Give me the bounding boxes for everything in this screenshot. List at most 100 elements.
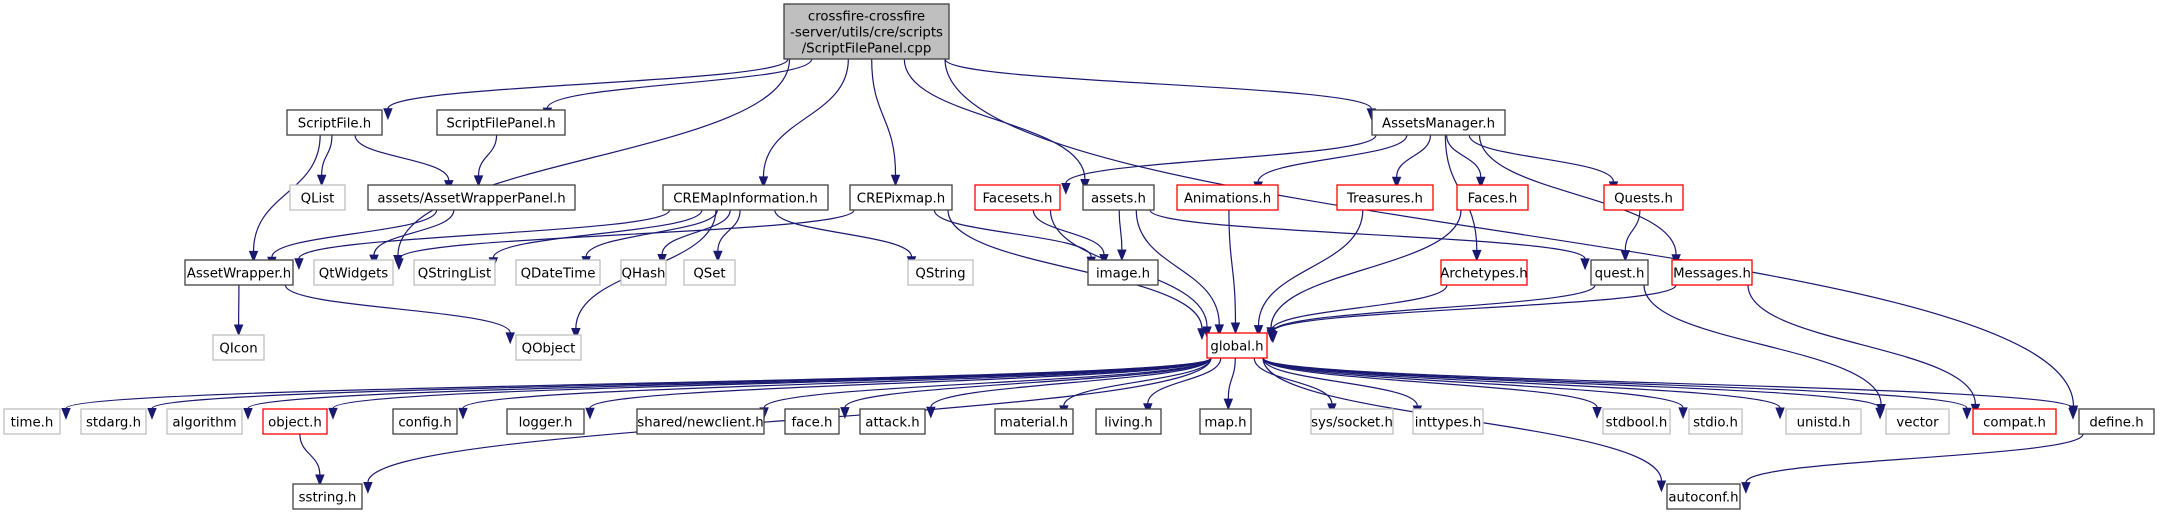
node-root[interactable]: crossfire-crossfire-server/utils/cre/scr… (783, 3, 950, 60)
node-archetypes-h[interactable]: Archetypes.h (1440, 259, 1528, 286)
node-quest-h[interactable]: quest.h (1590, 259, 1649, 286)
node-animations-h[interactable]: Animations.h (1176, 184, 1279, 211)
node-time-h[interactable]: time.h (3, 408, 61, 435)
node-box[interactable] (166, 408, 243, 435)
node-box[interactable] (783, 3, 950, 60)
node-box[interactable] (184, 259, 294, 286)
node-sstring-h[interactable]: sstring.h (292, 483, 363, 510)
node-treasures-h[interactable]: Treasures.h (1336, 184, 1434, 211)
node-box[interactable] (413, 259, 496, 286)
node-assets-h[interactable]: assets.h (1082, 184, 1155, 211)
node-box[interactable] (2078, 408, 2155, 435)
node-qlist[interactable]: QList (289, 184, 346, 211)
node-define-h[interactable]: define.h (2078, 408, 2155, 435)
node-qstringlist[interactable]: QStringList (413, 259, 496, 286)
node-box[interactable] (784, 408, 840, 435)
node-box[interactable] (907, 259, 974, 286)
node-inttypes-h[interactable]: inttypes.h (1412, 408, 1484, 435)
node-box[interactable] (1885, 408, 1950, 435)
node-scriptfilepanel-h[interactable]: ScriptFilePanel.h (436, 109, 566, 136)
node-box[interactable] (1972, 408, 2057, 435)
node-faces-h[interactable]: Faces.h (1456, 184, 1529, 211)
node-box[interactable] (974, 184, 1061, 211)
node-box[interactable] (506, 408, 585, 435)
node-object-h[interactable]: object.h (262, 408, 328, 435)
node-box[interactable] (1602, 408, 1671, 435)
node-qobject[interactable]: QObject (515, 334, 582, 361)
node-box[interactable] (1082, 184, 1155, 211)
node-box[interactable] (1310, 408, 1394, 435)
node-box[interactable] (859, 408, 926, 435)
node-box[interactable] (3, 408, 61, 435)
node-living-h[interactable]: living.h (1095, 408, 1162, 435)
node-socket-h[interactable]: sys/socket.h (1310, 408, 1394, 435)
node-box[interactable] (1371, 109, 1506, 136)
node-qicon[interactable]: QIcon (212, 334, 265, 361)
node-material-h[interactable]: material.h (994, 408, 1074, 435)
node-config-h[interactable]: config.h (392, 408, 458, 435)
node-quests-h[interactable]: Quests.h (1603, 184, 1684, 211)
node-assetwrapper-h[interactable]: AssetWrapper.h (184, 259, 294, 286)
node-qhash[interactable]: QHash (620, 259, 667, 286)
node-box[interactable] (1590, 259, 1649, 286)
node-compat-h[interactable]: compat.h (1972, 408, 2057, 435)
node-qdatetime[interactable]: QDateTime (515, 259, 601, 286)
node-box[interactable] (683, 259, 736, 286)
node-assetwrapperpanel-h[interactable]: assets/AssetWrapperPanel.h (367, 184, 576, 211)
node-box[interactable] (1206, 332, 1268, 359)
node-box[interactable] (1412, 408, 1484, 435)
node-messages-h[interactable]: Messages.h (1671, 259, 1753, 286)
node-attack-h[interactable]: attack.h (859, 408, 926, 435)
node-crepixmap-h[interactable]: CREPixmap.h (849, 184, 953, 211)
node-box[interactable] (1095, 408, 1162, 435)
node-box[interactable] (262, 408, 328, 435)
node-qstring[interactable]: QString (907, 259, 974, 286)
node-box[interactable] (1440, 259, 1528, 286)
node-box[interactable] (1336, 184, 1434, 211)
node-box[interactable] (1456, 184, 1529, 211)
node-box[interactable] (436, 109, 566, 136)
node-box[interactable] (367, 184, 576, 211)
node-qtwidgets[interactable]: QtWidgets (313, 259, 394, 286)
node-box[interactable] (636, 408, 765, 435)
node-box[interactable] (1671, 259, 1753, 286)
node-map-h[interactable]: map.h (1199, 408, 1252, 435)
node-global-h[interactable]: global.h (1206, 332, 1268, 359)
node-box[interactable] (80, 408, 147, 435)
node-box[interactable] (1176, 184, 1279, 211)
node-face-h[interactable]: face.h (784, 408, 840, 435)
node-stdarg-h[interactable]: stdarg.h (80, 408, 147, 435)
node-autoconf-h[interactable]: autoconf.h (1666, 483, 1741, 510)
node-box[interactable] (292, 483, 363, 510)
node-vector[interactable]: vector (1885, 408, 1950, 435)
node-box[interactable] (515, 334, 582, 361)
node-box[interactable] (1688, 408, 1743, 435)
node-algorithm[interactable]: algorithm (166, 408, 243, 435)
node-stdio-h[interactable]: stdio.h (1688, 408, 1743, 435)
node-newclient-h[interactable]: shared/newclient.h (636, 408, 765, 435)
node-box[interactable] (286, 109, 383, 136)
node-box[interactable] (212, 334, 265, 361)
node-box[interactable] (1666, 483, 1741, 510)
node-box[interactable] (289, 184, 346, 211)
node-box[interactable] (515, 259, 601, 286)
node-facesets-h[interactable]: Facesets.h (974, 184, 1061, 211)
node-assetsmanager-h[interactable]: AssetsManager.h (1371, 109, 1506, 136)
node-box[interactable] (620, 259, 667, 286)
node-box[interactable] (662, 184, 829, 211)
node-box[interactable] (1199, 408, 1252, 435)
node-logger-h[interactable]: logger.h (506, 408, 585, 435)
node-scriptfile-h[interactable]: ScriptFile.h (286, 109, 383, 136)
node-box[interactable] (994, 408, 1074, 435)
node-box[interactable] (313, 259, 394, 286)
node-qset[interactable]: QSet (683, 259, 736, 286)
node-cremapinformation-h[interactable]: CREMapInformation.h (662, 184, 829, 211)
node-box[interactable] (849, 184, 953, 211)
node-box[interactable] (392, 408, 458, 435)
node-unistd-h[interactable]: unistd.h (1785, 408, 1862, 435)
node-box[interactable] (1785, 408, 1862, 435)
node-stdbool-h[interactable]: stdbool.h (1602, 408, 1671, 435)
node-image-h[interactable]: image.h (1087, 259, 1159, 286)
node-box[interactable] (1603, 184, 1684, 211)
node-box[interactable] (1087, 259, 1159, 286)
